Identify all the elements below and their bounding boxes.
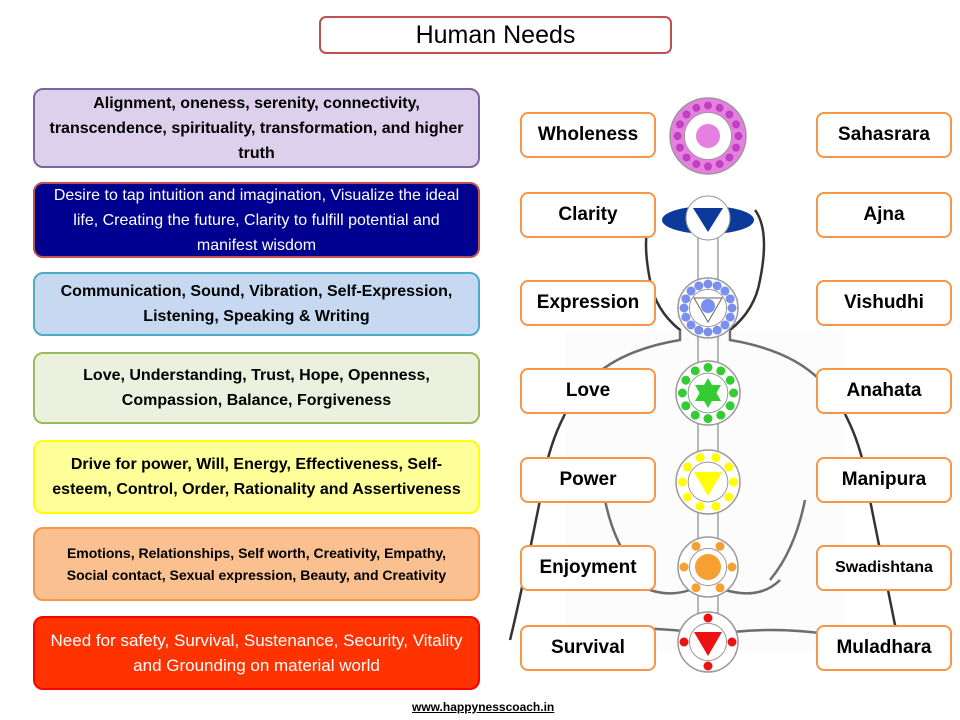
quality-label-survival: Survival	[520, 625, 656, 671]
need-box-root: Need for safety, Survival, Sustenance, S…	[33, 616, 480, 690]
chakra-symbol-muladhara	[677, 611, 739, 673]
chakra-symbol-anahata	[675, 360, 741, 426]
chakra-label-anahata: Anahata	[816, 368, 952, 414]
chakra-symbol-vishudhi	[677, 277, 739, 339]
quality-label-wholeness: Wholeness	[520, 112, 656, 158]
website-link[interactable]: www.happynesscoach.in	[412, 700, 555, 714]
chakra-label-muladhara: Muladhara	[816, 625, 952, 671]
chakra-label-manipura: Manipura	[816, 457, 952, 503]
need-box-crown: Alignment, oneness, serenity, connectivi…	[33, 88, 480, 168]
need-box-sacral: Emotions, Relationships, Self worth, Cre…	[33, 527, 480, 601]
quality-label-clarity: Clarity	[520, 192, 656, 238]
chakra-label-ajna: Ajna	[816, 192, 952, 238]
need-box-solar-plexus: Drive for power, Will, Energy, Effective…	[33, 440, 480, 514]
need-box-heart: Love, Understanding, Trust, Hope, Openne…	[33, 352, 480, 424]
chakra-symbol-ajna	[662, 195, 754, 241]
quality-label-enjoyment: Enjoyment	[520, 545, 656, 591]
chakra-label-swadishtana: Swadishtana	[816, 545, 952, 591]
quality-label-power: Power	[520, 457, 656, 503]
chakra-label-vishudhi: Vishudhi	[816, 280, 952, 326]
quality-label-expression: Expression	[520, 280, 656, 326]
chakra-label-sahasrara: Sahasrara	[816, 112, 952, 158]
chakra-symbol-swadishtana	[677, 536, 739, 598]
chakra-symbol-sahasrara	[669, 97, 747, 175]
need-box-throat: Communication, Sound, Vibration, Self-Ex…	[33, 272, 480, 336]
need-box-third-eye: Desire to tap intuition and imagination,…	[33, 182, 480, 258]
chakra-symbol-manipura	[675, 449, 741, 515]
meditating-figure-illustration	[508, 97, 902, 673]
page-title: Human Needs	[319, 16, 672, 54]
quality-label-love: Love	[520, 368, 656, 414]
